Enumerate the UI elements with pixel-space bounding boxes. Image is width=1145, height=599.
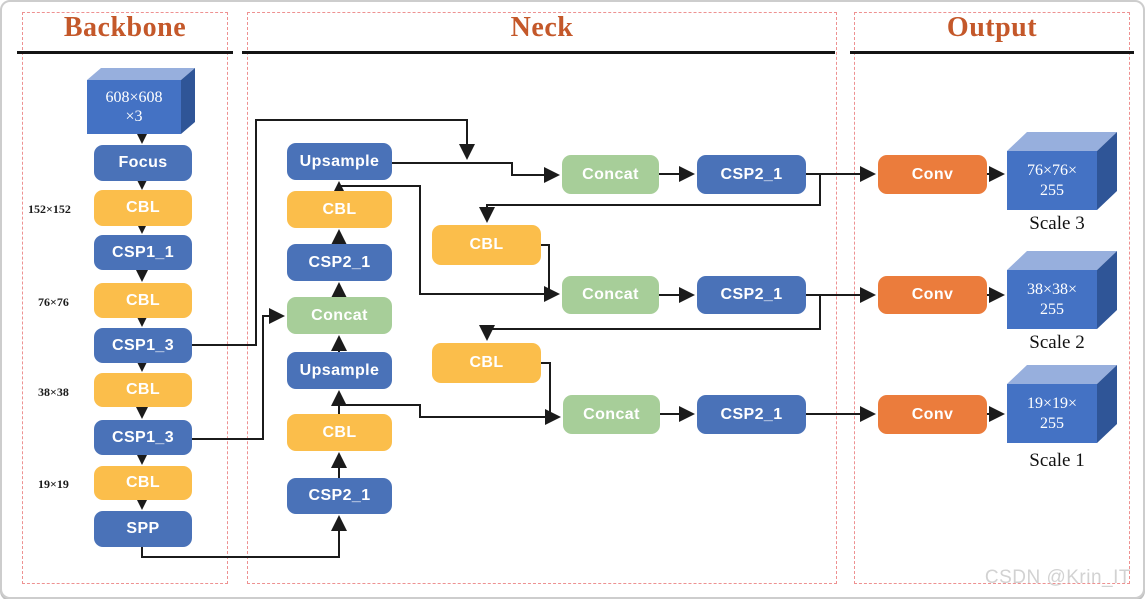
scale2-label: Scale 2 xyxy=(1029,332,1085,353)
output-cube-scale2: 38×38× 255 xyxy=(1007,251,1117,329)
cube-scale1-size: 19×19× xyxy=(1026,395,1078,413)
neck-panel xyxy=(247,12,837,584)
scale3-label: Scale 3 xyxy=(1029,213,1085,234)
backbone-node-spp: SPP xyxy=(94,511,192,547)
neck-csp2-1-bottom: CSP2_1 xyxy=(287,478,392,514)
cube-scale2-channels: 255 xyxy=(1040,300,1064,318)
output-conv-row1: Conv xyxy=(878,155,987,194)
output-title-underline xyxy=(850,51,1134,54)
scale1-label: Scale 1 xyxy=(1029,450,1085,471)
cube-scale3-channels: 255 xyxy=(1040,181,1064,199)
backbone-node-cbl-3: CBL xyxy=(94,373,192,407)
backbone-node-csp1-3a: CSP1_3 xyxy=(94,328,192,363)
backbone-node-cbl-2: CBL xyxy=(94,283,192,318)
neck-cbl-upper: CBL xyxy=(287,191,392,228)
neck-csp2-1-row2: CSP2_1 xyxy=(697,276,806,314)
output-conv-row2: Conv xyxy=(878,276,987,314)
input-cube-size: 608×608 xyxy=(105,88,163,106)
backbone-node-csp1-1: CSP1_1 xyxy=(94,235,192,270)
backbone-title: Backbone xyxy=(63,12,187,43)
neck-cbl-branch-2: CBL xyxy=(432,343,541,383)
backbone-title-underline xyxy=(17,51,233,54)
output-panel xyxy=(854,12,1130,584)
dim-label-152: 152×152 xyxy=(28,202,71,216)
backbone-panel xyxy=(22,12,228,584)
dim-label-38: 38×38 xyxy=(38,385,69,399)
dim-label-76: 76×76 xyxy=(38,295,69,309)
dim-label-19: 19×19 xyxy=(38,477,69,491)
neck-csp2-1-upper: CSP2_1 xyxy=(287,244,392,281)
neck-upsample-2: Upsample xyxy=(287,352,392,389)
output-conv-row3: Conv xyxy=(878,395,987,434)
cube-scale1-channels: 255 xyxy=(1040,414,1064,432)
neck-concat-row1: Concat xyxy=(562,155,659,194)
neck-cbl-branch-1: CBL xyxy=(432,225,541,265)
neck-csp2-1-row1: CSP2_1 xyxy=(697,155,806,194)
neck-csp2-1-row3: CSP2_1 xyxy=(697,395,806,434)
cube-scale3-size: 76×76× xyxy=(1026,162,1078,180)
neck-cbl-lower: CBL xyxy=(287,414,392,451)
neck-upsample-1: Upsample xyxy=(287,143,392,180)
backbone-node-cbl-1: CBL xyxy=(94,190,192,226)
neck-concat-row2: Concat xyxy=(562,276,659,314)
neck-concat-left: Concat xyxy=(287,297,392,334)
watermark: CSDN @Krin_IT xyxy=(984,567,1131,588)
input-cube-channels: ×3 xyxy=(125,108,143,125)
neck-title-underline xyxy=(242,51,835,54)
output-title: Output xyxy=(946,12,1038,43)
backbone-node-cbl-4: CBL xyxy=(94,466,192,500)
backbone-node-focus: Focus xyxy=(94,145,192,181)
neck-title: Neck xyxy=(510,12,574,43)
cube-scale2-size: 38×38× xyxy=(1026,281,1078,299)
input-cube: 608×608 ×3 xyxy=(87,68,195,134)
output-cube-scale3: 76×76× 255 xyxy=(1007,132,1117,210)
neck-concat-row3: Concat xyxy=(563,395,660,434)
output-cube-scale1: 19×19× 255 xyxy=(1007,365,1117,443)
backbone-node-csp1-3b: CSP1_3 xyxy=(94,420,192,455)
